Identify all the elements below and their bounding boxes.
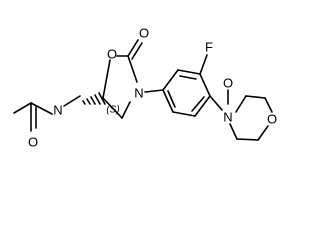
bond-c-f <box>199 54 208 75</box>
atom-o-acetyl: O <box>28 135 38 150</box>
bond-ar-inner-1 <box>179 75 197 80</box>
bond-morph-4 <box>257 125 269 141</box>
bond-ar3 <box>199 73 211 97</box>
atom-n-ring: N <box>134 86 143 101</box>
bond-aryl-nmorph <box>209 95 223 111</box>
bond-ar-inner-2 <box>191 96 205 112</box>
atom-labels: O N O O N F N O O (S) <box>28 26 277 150</box>
bond-methyl-carbonyl <box>13 102 32 114</box>
bond-c2-n3 <box>127 55 138 83</box>
bond-c2-o-2 <box>131 42 143 60</box>
atom-o-ring: O <box>107 47 117 62</box>
atom-f: F <box>205 40 213 55</box>
chemical-structure: O N O O N F N O O (S) <box>13 26 277 150</box>
bond-ar1 <box>162 69 179 91</box>
bond-morph-2 <box>245 95 266 99</box>
bond-carbonyl-nh <box>30 102 53 115</box>
bond-ch2-c5-hashed <box>82 92 106 105</box>
bond-ar-inner-3 <box>167 90 176 108</box>
bond-c4-c5 <box>102 97 123 119</box>
bond-n3-aryl <box>144 89 164 93</box>
bond-nh-ch2 <box>63 95 81 107</box>
bonds <box>13 39 273 141</box>
bond-c2-o-1 <box>127 39 139 57</box>
bond-morph-6 <box>229 123 238 140</box>
bond-ar5 <box>172 111 196 117</box>
bond-n3-c4 <box>121 101 131 119</box>
bond-ar6 <box>162 89 174 113</box>
bond-c5-o1 <box>102 59 111 99</box>
atom-o-noxide: O <box>223 76 233 91</box>
bond-morph-1 <box>235 95 247 113</box>
bond-morph-3 <box>264 97 273 113</box>
atom-o-morpholine: O <box>267 112 277 127</box>
bond-morph-5 <box>236 138 259 141</box>
atom-o-ring-carbonyl: O <box>139 26 149 41</box>
bond-ar2 <box>177 69 201 75</box>
stereo-descriptor: (S) <box>106 105 119 116</box>
atom-n-morpholine: N <box>223 110 232 125</box>
atom-n-amide: N <box>53 103 62 118</box>
bond-ar4 <box>194 95 211 117</box>
